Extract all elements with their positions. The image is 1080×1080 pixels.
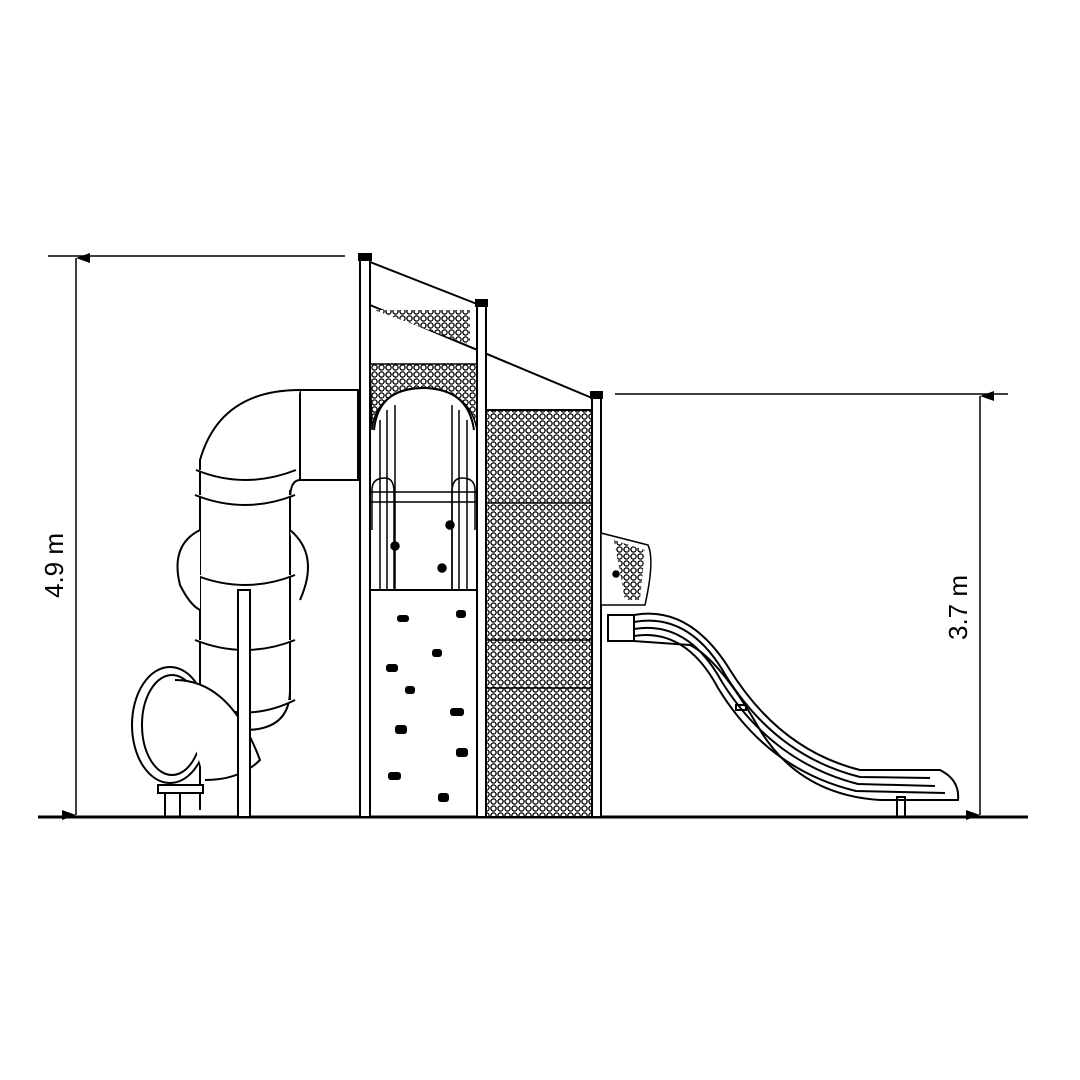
overall-height-label: 4.9 m [39,532,70,599]
wave-slide [607,612,960,818]
height-dimension-right [615,391,1008,820]
climbing-wall [369,589,478,818]
tube-slide [131,389,359,818]
sign-panel [600,532,652,606]
platform-height-label: 3.7 m [943,574,974,641]
height-dimension-left [48,253,345,820]
arch-panel [369,363,478,590]
perforated-panel [485,409,593,818]
